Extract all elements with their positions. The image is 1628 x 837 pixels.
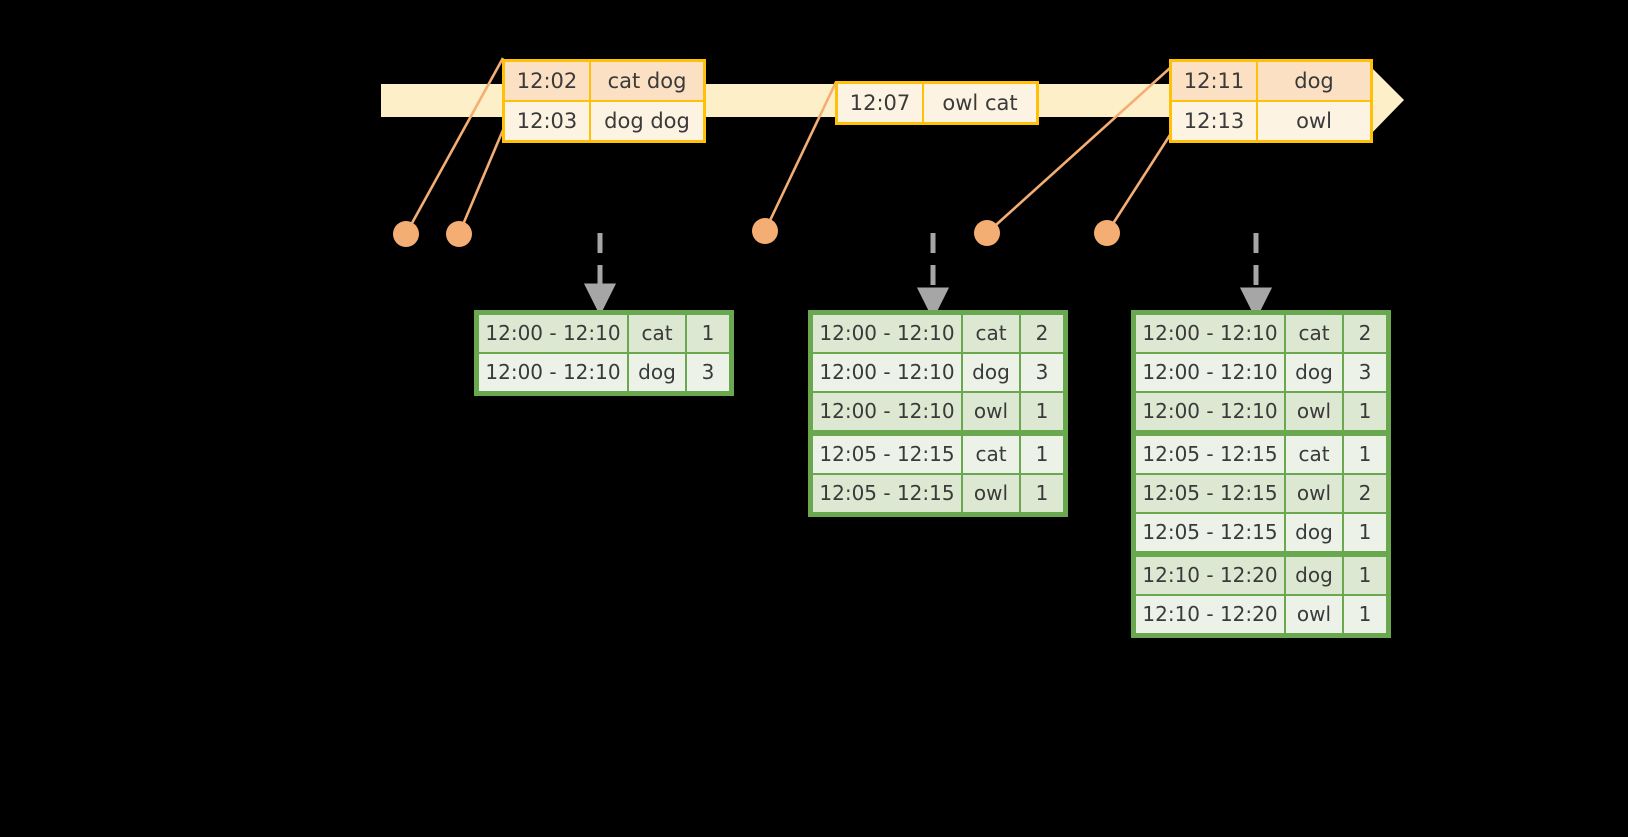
cell-count: 1 [1020, 435, 1064, 474]
cell-word: owl [962, 392, 1020, 431]
cell-count: 2 [1343, 474, 1387, 513]
cell-count: 1 [1020, 392, 1064, 431]
timeline-event-row[interactable]: 12:02 cat dog [505, 62, 703, 100]
cell-count: 1 [1020, 474, 1064, 513]
event-time: 12:07 [838, 84, 924, 122]
cell-word: owl [962, 474, 1020, 513]
cell-window: 12:00 - 12:10 [1135, 353, 1285, 392]
cell-window: 12:00 - 12:10 [478, 314, 628, 353]
window-group-separator [1135, 552, 1387, 556]
marker-dot [393, 221, 419, 247]
timeline-event-row[interactable]: 12:11 dog [1172, 62, 1370, 100]
cell-count: 2 [1020, 314, 1064, 353]
marker-dot [974, 220, 1000, 246]
cell-word: owl [1285, 595, 1343, 634]
cell-word: dog [1285, 353, 1343, 392]
cell-count: 2 [1343, 314, 1387, 353]
marker-dot [1094, 220, 1120, 246]
cell-count: 1 [1343, 595, 1387, 634]
cell-window: 12:00 - 12:10 [812, 392, 962, 431]
cell-window: 12:10 - 12:20 [1135, 595, 1285, 634]
event-words: owl cat [924, 84, 1036, 122]
cell-word: dog [1285, 513, 1343, 552]
cell-window: 12:00 - 12:10 [478, 353, 628, 392]
event-marker-dots [393, 218, 1120, 247]
event-time: 12:02 [505, 62, 591, 100]
window-group-separator [1135, 431, 1387, 435]
cell-count: 3 [1343, 353, 1387, 392]
cell-count: 3 [686, 353, 730, 392]
cell-window: 12:05 - 12:15 [812, 474, 962, 513]
cell-word: owl [1285, 474, 1343, 513]
cell-word: dog [628, 353, 686, 392]
cell-word: cat [962, 314, 1020, 353]
cell-word: owl [1285, 392, 1343, 431]
timeline-event-group-1[interactable]: 12:02 cat dog 12:03 dog dog [502, 59, 706, 143]
timeline-event-group-2[interactable]: 12:07 owl cat [835, 81, 1039, 125]
cell-window: 12:00 - 12:10 [1135, 392, 1285, 431]
window-group-separator [812, 431, 1064, 435]
cell-window: 12:00 - 12:10 [812, 314, 962, 353]
event-words: owl [1258, 102, 1370, 140]
timeline-event-row[interactable]: 12:07 owl cat [838, 84, 1036, 122]
cell-window: 12:05 - 12:15 [812, 435, 962, 474]
timeline-event-row[interactable]: 12:13 owl [1172, 100, 1370, 140]
cell-word: cat [962, 435, 1020, 474]
cell-count: 1 [1343, 513, 1387, 552]
cell-window: 12:00 - 12:10 [1135, 314, 1285, 353]
cell-word: cat [628, 314, 686, 353]
marker-dot [752, 218, 778, 244]
cell-word: cat [1285, 314, 1343, 353]
cell-count: 1 [686, 314, 730, 353]
cell-count: 1 [1343, 392, 1387, 431]
cell-count: 1 [1343, 556, 1387, 595]
cell-count: 1 [1343, 435, 1387, 474]
marker-dot [446, 221, 472, 247]
cell-window: 12:10 - 12:20 [1135, 556, 1285, 595]
event-time: 12:03 [505, 102, 591, 140]
event-time: 12:13 [1172, 102, 1258, 140]
cell-word: cat [1285, 435, 1343, 474]
cell-word: dog [962, 353, 1020, 392]
cell-window: 12:00 - 12:10 [812, 353, 962, 392]
event-words: dog dog [591, 102, 703, 140]
cell-word: dog [1285, 556, 1343, 595]
timeline-event-group-3[interactable]: 12:11 dog 12:13 owl [1169, 59, 1373, 143]
dashed-arrows [583, 233, 1273, 320]
cell-window: 12:05 - 12:15 [1135, 474, 1285, 513]
cell-count: 3 [1020, 353, 1064, 392]
event-time: 12:11 [1172, 62, 1258, 100]
timeline-event-row[interactable]: 12:03 dog dog [505, 100, 703, 140]
event-words: dog [1258, 62, 1370, 100]
event-words: cat dog [591, 62, 703, 100]
cell-window: 12:05 - 12:15 [1135, 435, 1285, 474]
cell-window: 12:05 - 12:15 [1135, 513, 1285, 552]
